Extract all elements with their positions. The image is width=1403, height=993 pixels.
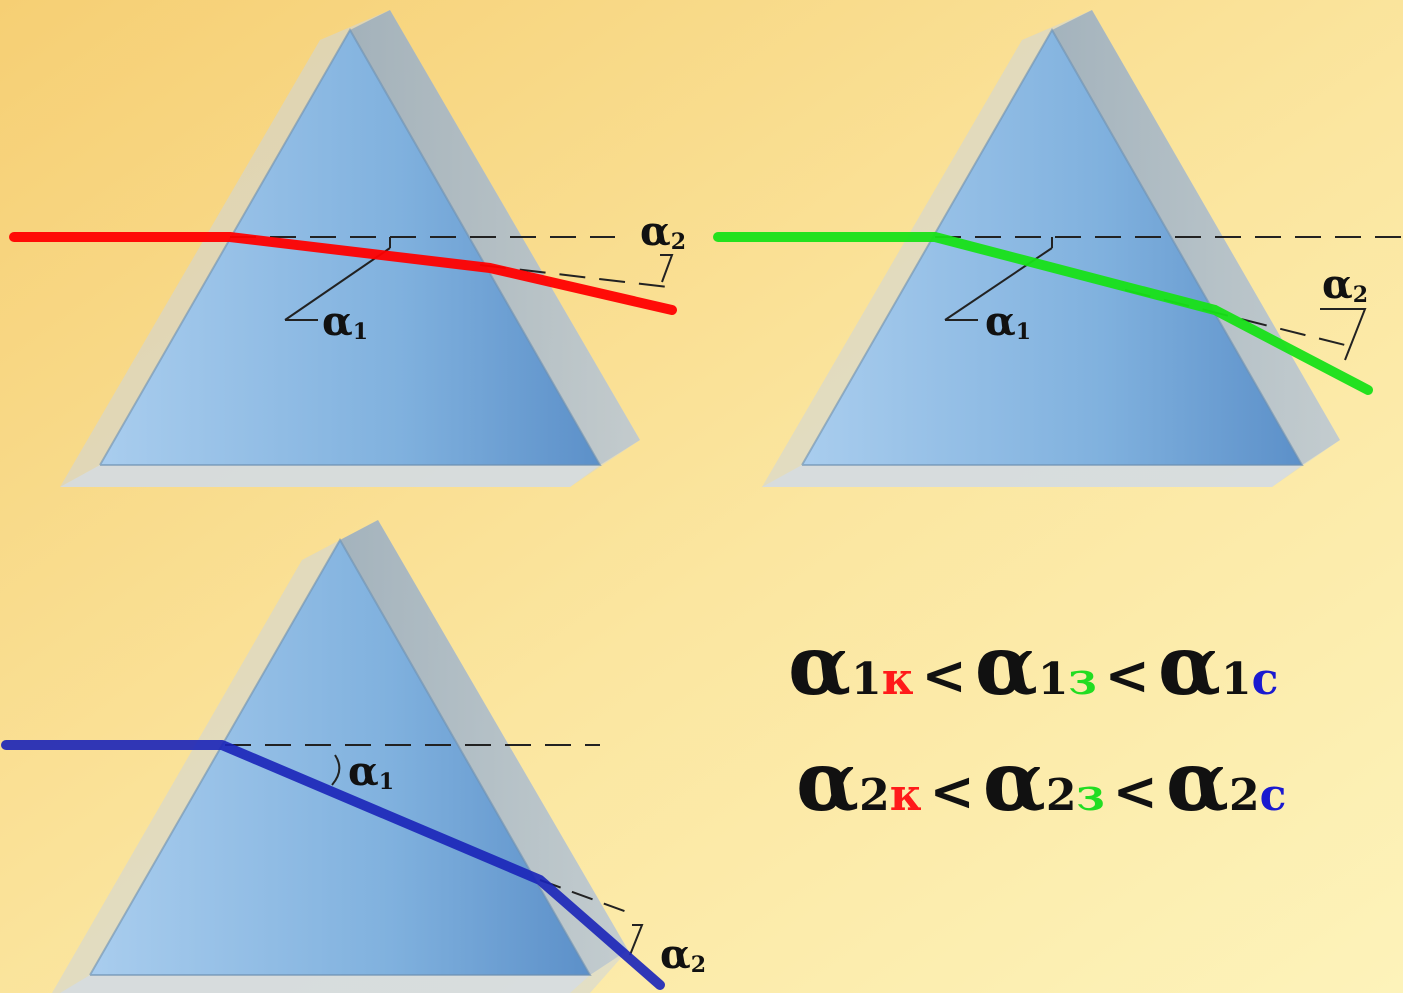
formula-line-2: α2к<α2з<α2с [796,734,1286,830]
formula-line-1: α1к<α1з<α1с [788,618,1278,714]
formulas: α1к<α1з<α1с α2к<α2з<α2с [788,618,1286,830]
prism-red-alpha2-mark [660,254,674,283]
prism-blue-alpha1-label: α1 [348,748,394,795]
red-ray [9,232,677,315]
green-ray [713,232,1373,395]
prism-green-alpha2-label: α2 [1322,261,1368,308]
prism-blue-group: α1 α2 [1,520,706,993]
prism-red-group: α1 α2 [9,10,686,487]
prism-blue-edges [89,537,592,976]
prism-green-base [762,465,1302,487]
prism-blue-alpha2-mark [629,924,644,956]
prism-blue-alpha2-label: α2 [660,931,706,978]
prism-blue-side-face [340,520,628,975]
prism-green-alpha2-mark [1320,308,1367,361]
blue-ray [1,740,665,990]
prism-red-exit-dashed [479,264,669,288]
prism-green-edges [801,27,1304,466]
prism-red-alpha2-label: α2 [640,208,686,255]
prism-green-group: α1 α2 [713,10,1403,487]
prism-red-base [60,465,600,487]
prism-red-normal-line [284,247,391,321]
prism-blue-exit-dashed [539,879,636,916]
prism-blue-front-face [90,540,590,975]
prism-blue-alpha1-arc [331,754,341,786]
prism-blue-base [60,975,590,993]
prism-red-alpha1-label: α1 [322,298,368,345]
prism-green-alpha1-label: α1 [985,298,1031,345]
prism-red-edges [99,27,602,466]
